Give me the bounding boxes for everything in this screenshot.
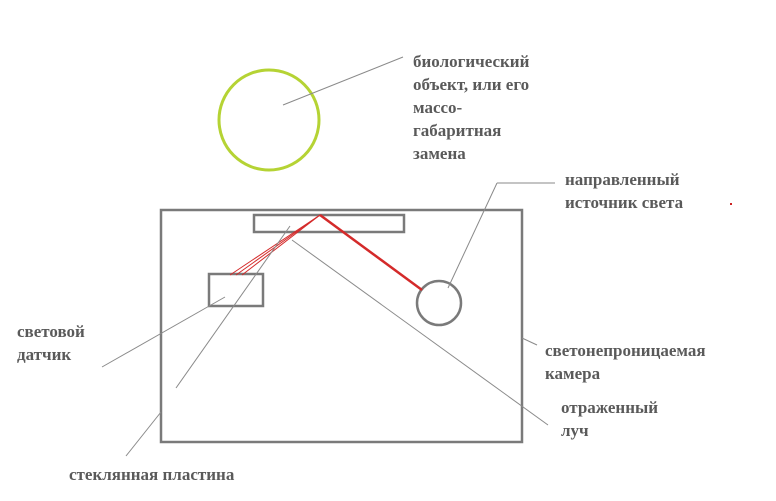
label-reflected-beam: отраженный луч — [561, 396, 658, 442]
glass-plate — [252, 213, 406, 234]
leader-light-source — [447, 182, 498, 289]
label-light-source-line-2: источник света — [565, 193, 684, 212]
light-sensor — [207, 272, 265, 308]
label-bio-object-line-4: габаритная — [413, 121, 502, 140]
incident-beam — [319, 213, 423, 292]
label-light-sensor: световой датчик — [17, 320, 85, 366]
chamber-box — [159, 208, 524, 444]
label-light-source-line-1: направленный — [565, 170, 680, 189]
label-bio-object: биологический объект, или его массо- габ… — [413, 50, 529, 165]
label-glass-plate: стеклянная пластина — [69, 463, 234, 486]
label-bio-object-line-3: массо- — [413, 98, 463, 117]
leader-bio-object — [282, 56, 404, 106]
label-bio-object-line-2: объект, или его — [413, 75, 530, 94]
leader-glass-plate — [175, 225, 291, 389]
red-dot-mark — [730, 203, 732, 205]
label-light-source: направленный источник света — [565, 168, 683, 214]
leader-reflected-beam — [291, 239, 549, 426]
label-light-sensor-line-2: датчик — [17, 345, 72, 364]
label-reflected-beam-line-2: луч — [561, 421, 589, 440]
label-bio-object-line-5: замена — [413, 144, 466, 163]
label-chamber-line-1: светонепроницаемая — [545, 341, 706, 360]
reflected-beam-lines — [229, 214, 321, 276]
label-light-sensor-line-1: световой — [17, 322, 85, 341]
label-reflected-beam-line-1: отраженный — [561, 398, 659, 417]
leader-chamber — [521, 337, 538, 346]
light-source-circle — [415, 279, 463, 327]
label-bio-object-line-1: биологический — [413, 52, 530, 71]
label-chamber: светонепроницаемая камера — [545, 339, 706, 385]
leader-glass-plate-outer — [125, 411, 162, 457]
leader-light-sensor — [101, 296, 226, 368]
label-glass-plate-line-1: стеклянная пластина — [69, 465, 235, 484]
label-chamber-line-2: камера — [545, 364, 601, 383]
bio-object-circle — [217, 68, 321, 172]
